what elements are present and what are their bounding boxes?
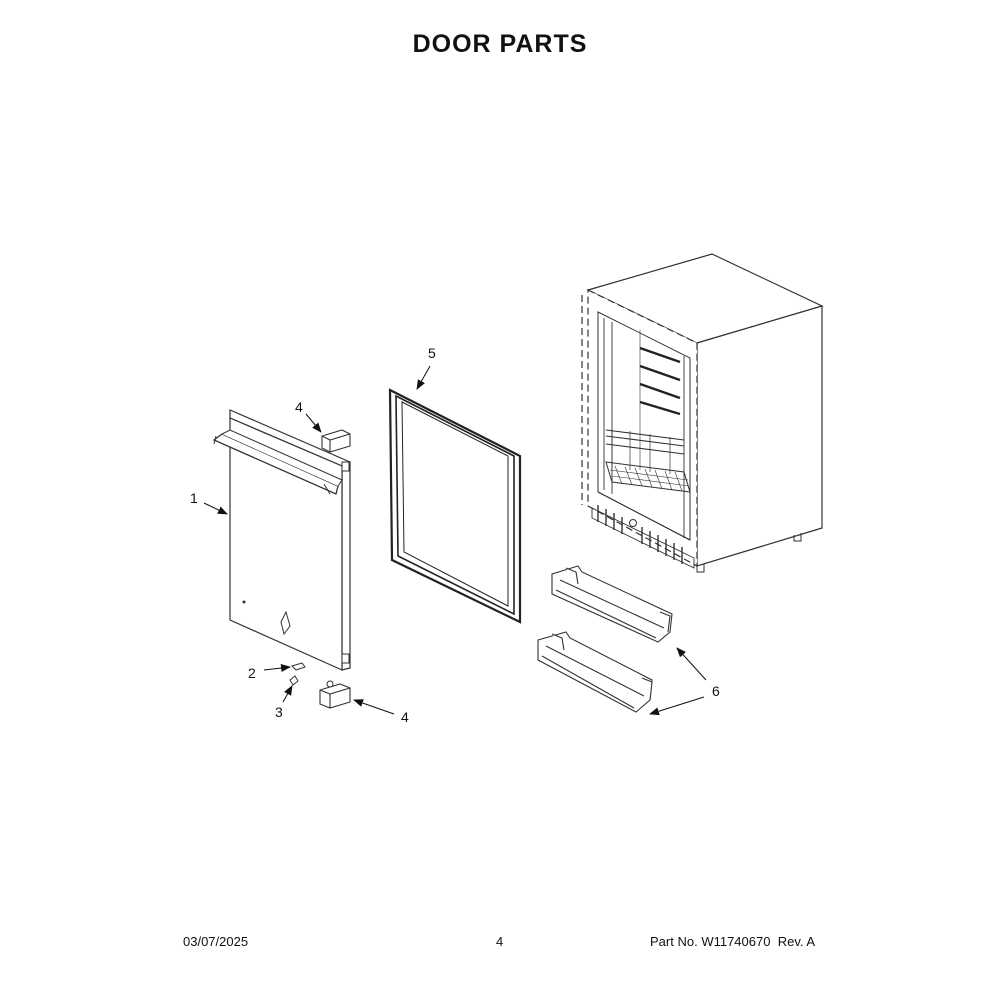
callout-3-label: 3 — [275, 704, 283, 720]
rev-value: A — [806, 934, 816, 949]
cabinet-body — [581, 253, 824, 573]
callout-5: 5 — [416, 345, 436, 390]
hinge-pin-part — [291, 662, 306, 671]
door-bin-lower — [537, 631, 653, 713]
hinge-cover-top — [321, 429, 351, 453]
callout-4-top: 4 — [295, 399, 322, 433]
callout-6-label: 6 — [712, 683, 720, 699]
callout-4-bottom-label: 4 — [401, 709, 409, 725]
footer-page-number: 4 — [496, 934, 504, 949]
footer-part-info: Part No. W11740670 Rev. A — [650, 934, 815, 949]
hinge-bushing-part — [289, 675, 299, 686]
callout-1-label: 1 — [190, 490, 198, 506]
callout-4-bottom: 4 — [353, 699, 409, 725]
callout-4-top-label: 4 — [295, 399, 303, 415]
callout-3: 3 — [275, 685, 293, 720]
rev-label: Rev. — [777, 934, 804, 949]
page-title: DOOR PARTS — [412, 30, 588, 58]
callout-5-label: 5 — [428, 345, 436, 361]
footer-date: 03/07/2025 — [183, 934, 249, 949]
callout-6: 6 — [649, 647, 720, 716]
hinge-cover-bottom — [319, 680, 351, 709]
callout-1: 1 — [190, 490, 228, 515]
door-gasket — [388, 388, 522, 624]
door-bin-upper — [551, 565, 673, 643]
callout-2: 2 — [248, 664, 291, 681]
callout-2-label: 2 — [248, 665, 256, 681]
callouts: 1 2 3 4 4 5 6 — [190, 345, 720, 725]
part-number: W11740670 — [701, 934, 771, 949]
part-label: Part No. — [650, 934, 698, 949]
door-assembly — [212, 409, 351, 671]
